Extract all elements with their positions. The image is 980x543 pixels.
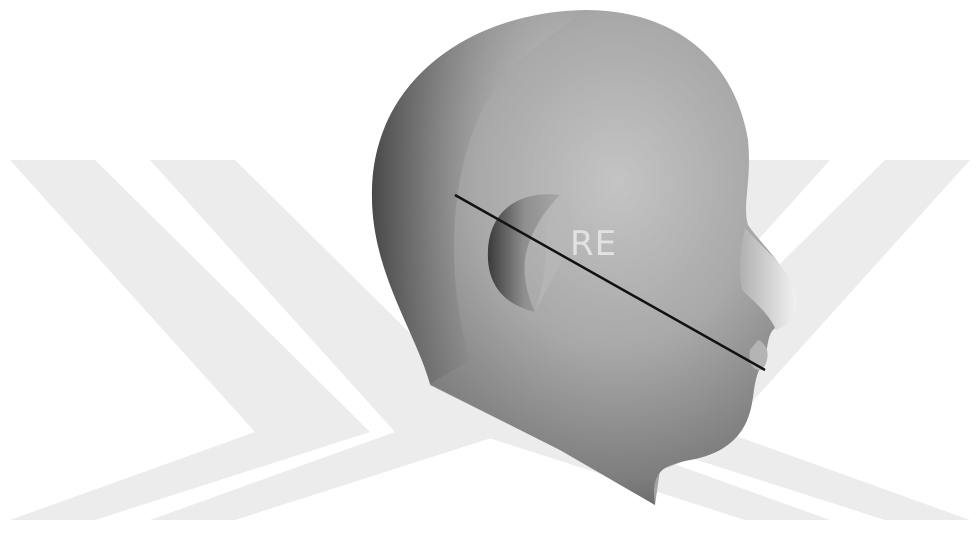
re-label: RE — [570, 224, 617, 264]
